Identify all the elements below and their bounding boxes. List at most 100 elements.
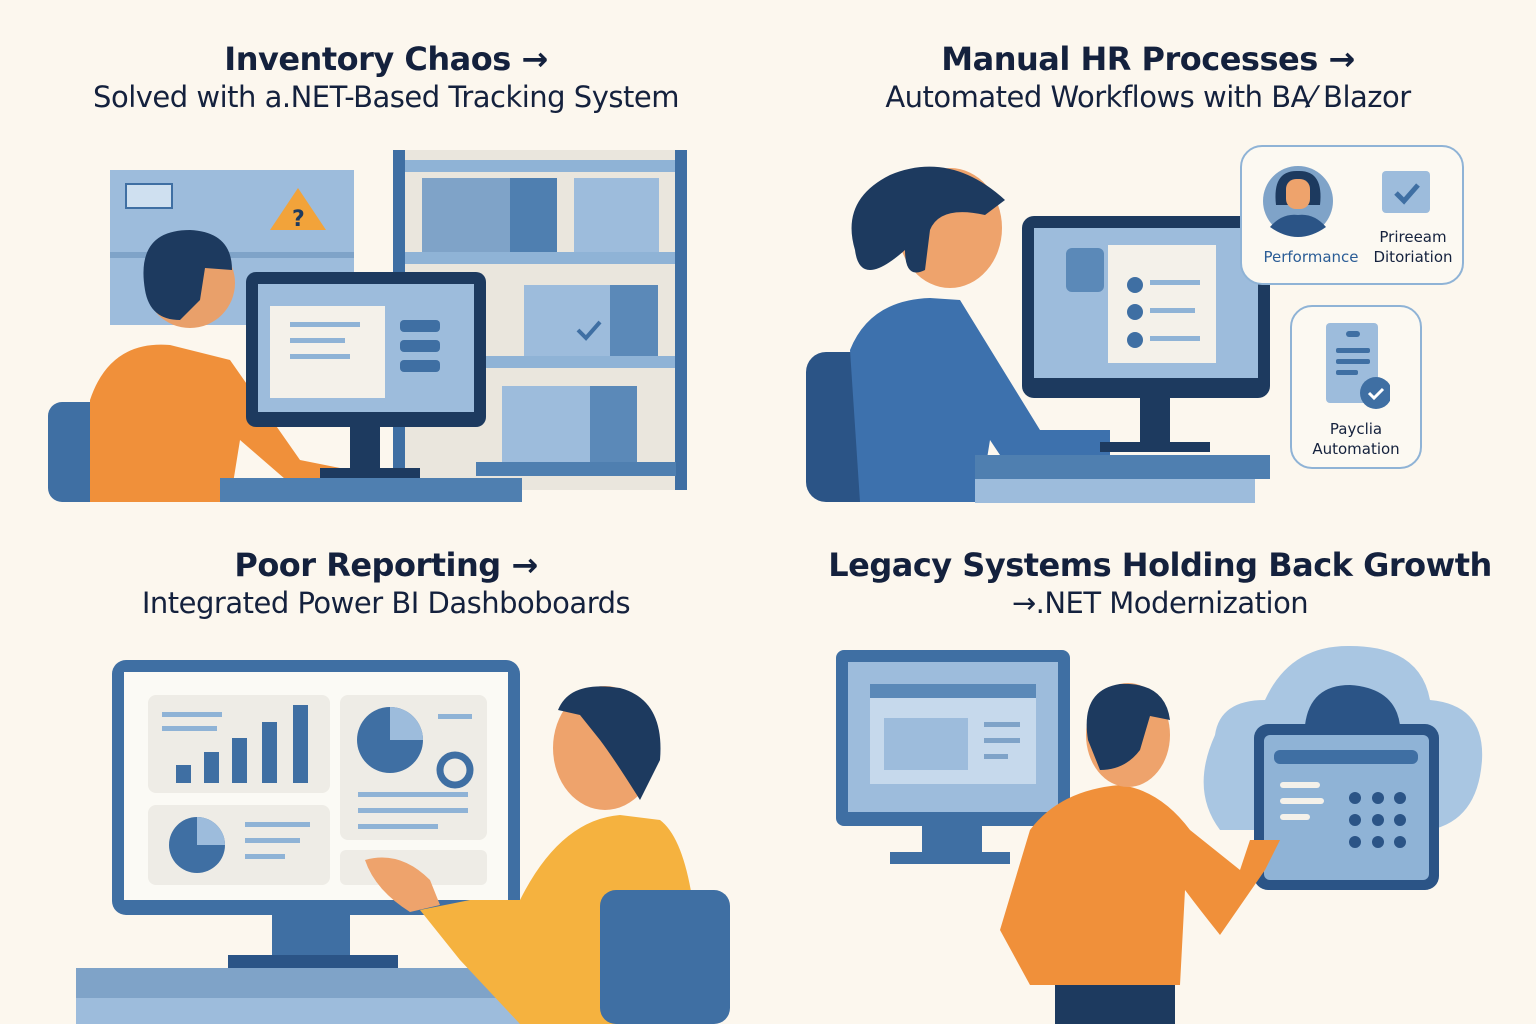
shape xyxy=(1372,814,1384,826)
hr-card-performance[interactable]: Performance Prireeam Ditoriation xyxy=(1240,145,1464,285)
shape xyxy=(245,854,285,859)
heading: Legacy Systems Holding Back Growth xyxy=(828,546,1492,584)
shape xyxy=(984,754,1008,759)
shape xyxy=(1086,683,1170,770)
panel-reporting-title: Poor Reporting → Integrated Power BI Das… xyxy=(6,546,766,622)
shape xyxy=(1349,814,1361,826)
subheading: →.NET Modernization xyxy=(1011,586,1309,620)
shape xyxy=(984,722,1020,727)
shape xyxy=(228,955,398,969)
shape xyxy=(232,738,247,783)
shape xyxy=(400,340,440,352)
desk xyxy=(76,968,531,998)
shape xyxy=(204,752,219,783)
shape xyxy=(358,792,468,797)
shape xyxy=(350,427,380,472)
shape xyxy=(558,686,661,800)
inventory-illustration: ? xyxy=(48,150,687,502)
shape: ? xyxy=(292,207,305,232)
shape xyxy=(890,852,1010,864)
shape xyxy=(400,320,440,332)
shape xyxy=(1280,798,1324,804)
shape xyxy=(162,726,217,731)
reporting-illustration xyxy=(76,660,730,1024)
shape xyxy=(1127,332,1143,348)
shape xyxy=(438,714,472,719)
shape xyxy=(270,306,385,398)
document-check-icon xyxy=(1326,323,1390,409)
hand xyxy=(365,857,440,912)
shape xyxy=(851,166,1005,273)
subheading: Solved with a.NET-Based Tracking System xyxy=(93,80,679,114)
shape xyxy=(1127,304,1143,320)
shape xyxy=(143,230,232,320)
shape xyxy=(1349,792,1361,804)
shape xyxy=(610,285,658,356)
shape xyxy=(1305,685,1400,725)
shape xyxy=(1372,836,1384,848)
person-body xyxy=(1000,785,1280,985)
panel-legacy-title: Legacy Systems Holding Back Growth →.NET… xyxy=(780,546,1536,622)
shape xyxy=(1140,398,1170,443)
shape xyxy=(176,765,191,783)
hr-card-payroll[interactable]: Payclia Automation xyxy=(1290,305,1422,469)
shape xyxy=(1372,792,1384,804)
person-body xyxy=(90,344,350,502)
shape xyxy=(290,338,345,343)
shape xyxy=(1100,442,1210,452)
legacy-illustration xyxy=(836,645,1483,1024)
keypad xyxy=(1349,792,1406,848)
shape xyxy=(975,479,1255,503)
shape xyxy=(922,826,982,856)
heading: Poor Reporting → xyxy=(234,546,538,584)
shape xyxy=(390,707,423,740)
shape xyxy=(590,386,637,462)
shape xyxy=(1274,750,1418,764)
shape xyxy=(1055,985,1175,1024)
performance-label: Performance xyxy=(1263,248,1359,266)
shape xyxy=(262,722,277,783)
shape xyxy=(245,822,310,827)
shape xyxy=(197,817,225,845)
shape xyxy=(76,998,531,1024)
shape xyxy=(400,360,440,372)
heading: Manual HR Processes → xyxy=(941,40,1355,78)
shape xyxy=(1150,280,1200,285)
subheading: Automated Workflows with BA⁄ Blazor xyxy=(885,80,1411,114)
shape xyxy=(1280,814,1310,820)
card-label-line1: Prireeam xyxy=(1379,228,1447,246)
warning-icon xyxy=(270,188,326,230)
shape xyxy=(290,322,360,327)
subheading: Integrated Power BI Dashboboards xyxy=(141,586,631,620)
shape xyxy=(1280,782,1320,788)
shape xyxy=(1150,336,1200,341)
shape xyxy=(272,915,350,960)
card-label-line2: Ditoriation xyxy=(1373,248,1453,266)
shape xyxy=(1150,308,1195,313)
shape xyxy=(870,684,1036,698)
box xyxy=(574,178,659,252)
shape xyxy=(1349,836,1361,848)
shape xyxy=(1394,792,1406,804)
panel-inventory-title: Inventory Chaos → Solved with a.NET-Base… xyxy=(6,40,766,116)
shape xyxy=(358,808,468,813)
shape xyxy=(358,824,438,829)
shape xyxy=(320,468,420,478)
shape xyxy=(476,462,676,476)
panel-hr-title: Manual HR Processes → Automated Workflow… xyxy=(768,40,1528,116)
payroll-label-line1: Payclia xyxy=(1329,420,1383,438)
shape xyxy=(110,252,354,258)
shape xyxy=(984,738,1020,743)
shape xyxy=(405,252,675,264)
desk xyxy=(975,455,1270,479)
shape xyxy=(1394,814,1406,826)
shape xyxy=(1127,277,1143,293)
chair xyxy=(600,890,730,1024)
hr-illustration xyxy=(806,166,1270,503)
shape xyxy=(245,838,300,843)
shape xyxy=(293,705,308,783)
shape xyxy=(405,160,675,172)
desk xyxy=(220,478,522,502)
shape xyxy=(1394,836,1406,848)
